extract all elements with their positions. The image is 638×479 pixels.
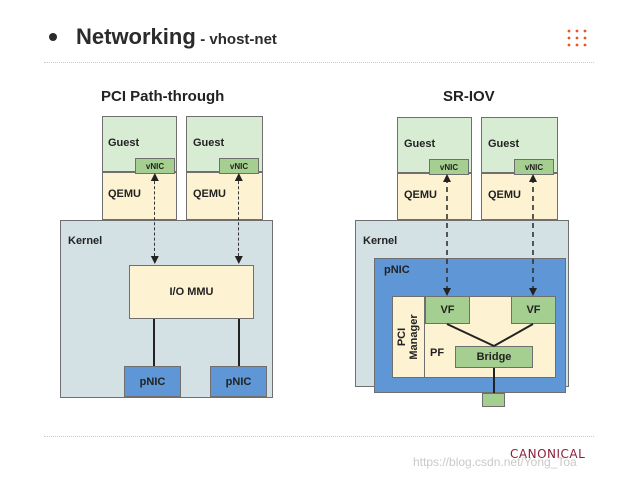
left-qemu-1-label: QEMU xyxy=(108,188,141,200)
left-qemu-2-box xyxy=(186,172,263,220)
right-pnic-label: pNIC xyxy=(384,264,410,276)
right-port-box xyxy=(482,393,505,407)
left-pnic-2-label: pNIC xyxy=(225,375,252,388)
watermark: https://blog.csdn.net/Yong_Toa xyxy=(413,455,577,469)
page-title: Networking - vhost-net xyxy=(76,24,277,50)
canonical-logo: CANONICAL xyxy=(510,447,586,461)
left-pnic-1-label: pNIC xyxy=(139,375,166,388)
right-qemu-2-box xyxy=(481,173,558,220)
left-dashed-link-2 xyxy=(238,176,239,256)
left-dashed-link-1 xyxy=(154,176,155,256)
right-vnic-1: vNIC xyxy=(429,159,469,175)
title-sub: - vhost-net xyxy=(200,31,277,48)
left-qemu-2-label: QEMU xyxy=(193,188,226,200)
header-divider xyxy=(44,62,594,63)
left-guest-2-label: Guest xyxy=(193,137,225,149)
title-bullet xyxy=(49,33,57,41)
right-pci-manager-divider xyxy=(424,296,425,378)
left-vnic-1-label: vNIC xyxy=(145,161,165,171)
right-vf-2-label: VF xyxy=(526,304,541,316)
right-guest-2-label: Guest xyxy=(488,138,520,150)
left-iommu-box: I/O MMU xyxy=(129,265,254,319)
left-kernel-label: Kernel xyxy=(68,235,103,247)
right-pf-label: PF xyxy=(430,347,445,359)
left-guest-1-label: Guest xyxy=(108,137,140,149)
right-bridge-label: Bridge xyxy=(476,351,512,363)
left-pnic-2: pNIC xyxy=(210,366,267,397)
right-vf-1: VF xyxy=(425,296,470,324)
left-iommu-label: I/O MMU xyxy=(169,286,214,298)
left-diagram-title: PCI Path-through xyxy=(101,88,225,105)
left-iommu-link-1 xyxy=(153,319,155,366)
left-qemu-1-box xyxy=(102,172,177,220)
right-vf-1-label: VF xyxy=(440,304,455,316)
right-vnic-2: vNIC xyxy=(514,159,554,175)
right-vnic-1-label: vNIC xyxy=(439,162,459,172)
right-bridge-box: Bridge xyxy=(455,346,533,368)
right-guest-1-label: Guest xyxy=(404,138,436,150)
left-vnic-1: vNIC xyxy=(135,158,175,174)
left-vnic-2: vNIC xyxy=(219,158,259,174)
right-vf-2: VF xyxy=(511,296,556,324)
title-main: Networking xyxy=(76,24,196,49)
left-pnic-1: pNIC xyxy=(124,366,181,397)
right-kernel-label: Kernel xyxy=(363,235,398,247)
right-vnic-2-label: vNIC xyxy=(524,162,544,172)
footer-divider xyxy=(44,436,594,437)
right-qemu-1-label: QEMU xyxy=(404,189,437,201)
left-vnic-2-label: vNIC xyxy=(229,161,249,171)
left-iommu-link-2 xyxy=(238,319,240,366)
dot-grid-icon[interactable] xyxy=(566,28,588,48)
right-qemu-2-label: QEMU xyxy=(488,189,521,201)
right-qemu-1-box xyxy=(397,173,472,220)
right-diagram-title: SR-IOV xyxy=(443,88,495,105)
